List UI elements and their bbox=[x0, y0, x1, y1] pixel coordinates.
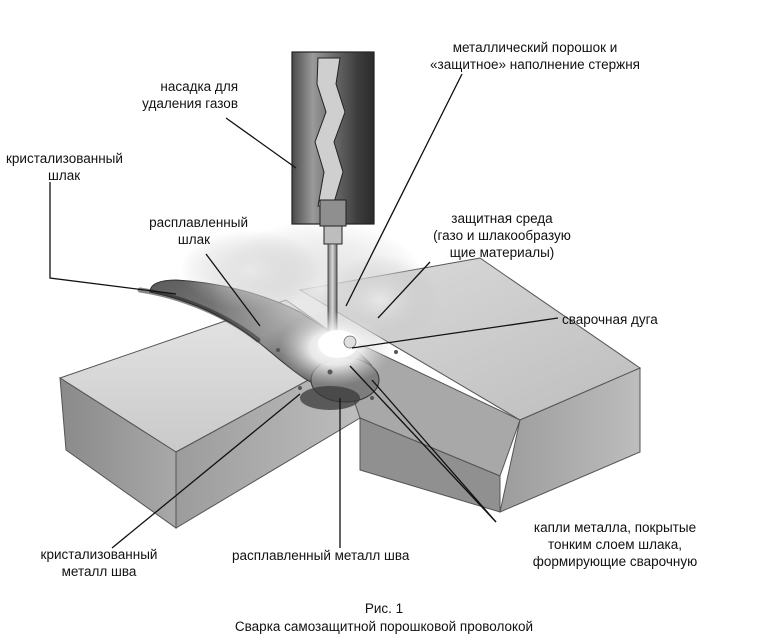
figure-caption: Сварка самозащитной порошковой проволоко… bbox=[234, 619, 534, 634]
label-metal-powder-line1: металлический порошок и bbox=[452, 40, 618, 55]
label-shielding-line1: защитная среда bbox=[451, 211, 553, 226]
figure-number: Рис. 1 bbox=[364, 601, 404, 616]
leader-nozzle bbox=[225, 117, 297, 169]
leader-drops-1 bbox=[371, 379, 497, 523]
label-molten-metal: расплавленный металл шва bbox=[232, 548, 410, 563]
leader-cryst-slag bbox=[49, 182, 177, 295]
droplet bbox=[343, 335, 357, 349]
leader-drops-2 bbox=[349, 365, 497, 523]
label-shielding-line3: щие материалы) bbox=[449, 245, 555, 260]
label-crystallized-slag-line1: кристализованный bbox=[6, 151, 123, 166]
leader-powder bbox=[345, 73, 463, 307]
leader-cryst-metal bbox=[111, 393, 301, 549]
contact-tip-lower bbox=[323, 225, 343, 245]
droplet bbox=[298, 386, 302, 390]
leader-molten-slag bbox=[205, 253, 261, 327]
label-crystallized-slag-line2: шлак bbox=[48, 168, 81, 183]
droplet bbox=[394, 350, 398, 354]
smoke-cloud-2 bbox=[180, 230, 320, 310]
label-metal-drops-line2: тонким слоем шлака, bbox=[548, 537, 682, 552]
left-plate-side bbox=[59, 377, 177, 529]
label-metal-drops-line1: капли металла, покрытые bbox=[533, 520, 697, 535]
label-metal-powder-line2: «защитное» наполнение стержня bbox=[430, 57, 640, 72]
leader-shield bbox=[377, 261, 431, 319]
label-metal-powder: металлический порошок и «защитное» напол… bbox=[410, 39, 660, 73]
label-crystallized-metal-line1: кристализованный bbox=[40, 547, 158, 562]
label-crystallized-metal: кристализованный металл шва bbox=[14, 546, 184, 580]
pool-dark bbox=[300, 386, 360, 410]
leader-lines bbox=[49, 73, 559, 549]
contact-tip bbox=[319, 199, 347, 227]
label-metal-drops-line3: формирующие сварочную bbox=[532, 554, 698, 569]
droplet bbox=[327, 369, 333, 375]
label-gas-nozzle-line1: насадка для bbox=[160, 79, 238, 94]
label-gas-nozzle: насадка для удаления газов bbox=[100, 78, 238, 112]
label-gas-nozzle-line2: удаления газов bbox=[142, 96, 238, 111]
label-molten-slag-line2: шлак bbox=[177, 232, 210, 247]
droplet bbox=[276, 348, 280, 352]
label-molten-slag-line1: расплавленный bbox=[149, 215, 248, 230]
leader-arc bbox=[351, 317, 559, 349]
label-crystallized-slag: кристализованный шлак bbox=[6, 150, 123, 184]
label-arc: сварочная дуга bbox=[562, 312, 658, 327]
label-shielding-line2: (газо и шлакообразую bbox=[433, 228, 571, 243]
droplet bbox=[370, 396, 374, 400]
label-molten-slag: расплавленный шлак bbox=[112, 214, 248, 248]
label-metal-drops: капли металла, покрытые тонким слоем шла… bbox=[490, 519, 740, 570]
label-shielding: защитная среда (газо и шлакообразую щие … bbox=[402, 210, 602, 261]
label-crystallized-metal-line2: металл шва bbox=[61, 564, 137, 579]
right-plate-front bbox=[499, 367, 641, 513]
